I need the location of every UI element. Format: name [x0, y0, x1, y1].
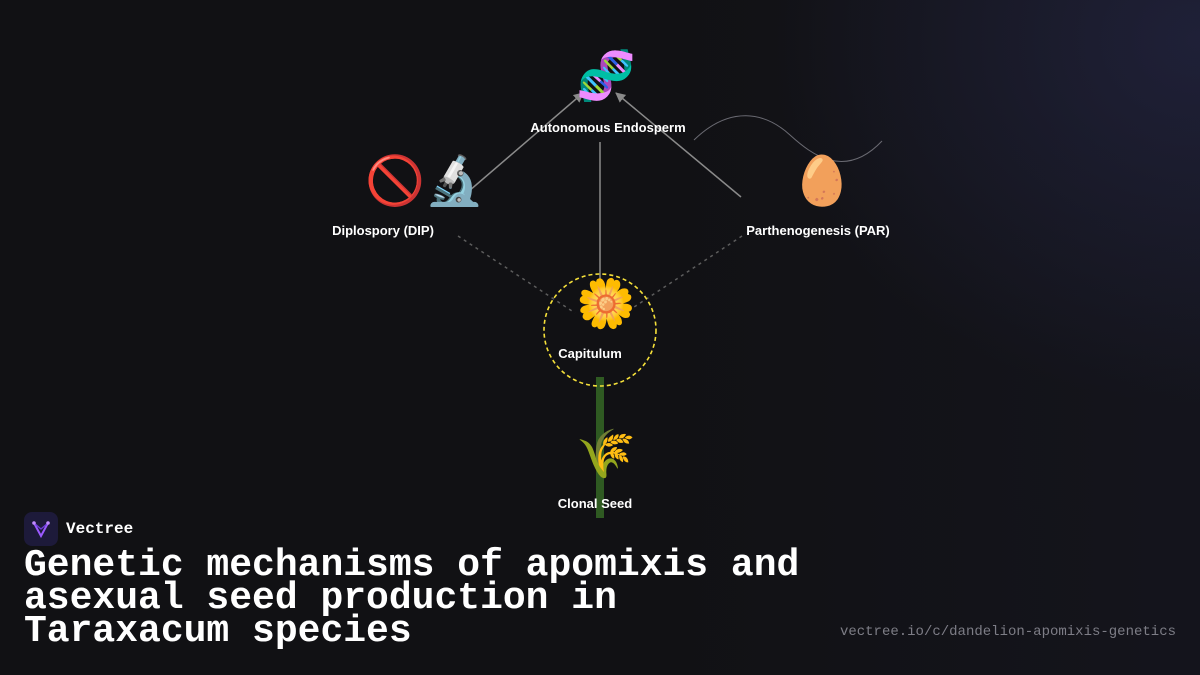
capitulum-highlight-ring: [543, 273, 657, 387]
brand-name: Vectree: [66, 520, 134, 538]
no-microscope-icon: 🚫🔬: [365, 153, 485, 209]
node-label-capitulum: Capitulum: [558, 346, 622, 361]
page-title: Genetic mechanisms of apomixis and asexu…: [24, 544, 800, 653]
node-label-autonomous-endosperm: Autonomous Endosperm: [530, 120, 686, 135]
arrow-parthenogenesis-to-endosperm: [615, 92, 742, 198]
vectree-logo-icon: [24, 512, 58, 546]
decorative-curve: [693, 115, 883, 162]
brand: Vectree: [24, 512, 133, 546]
sheaf-icon: 🌾: [576, 426, 636, 482]
node-label-parthenogenesis: Parthenogenesis (PAR): [746, 223, 890, 238]
arrow-diplospory-to-endosperm: [461, 92, 584, 198]
plant-stem: [596, 377, 604, 518]
dotted-link-diplospory-capitulum: [457, 235, 576, 314]
dotted-link-parthenogenesis-capitulum: [624, 235, 743, 314]
blossom-icon: 🌼: [576, 276, 636, 332]
node-label-diplospory: Diplospory (DIP): [332, 223, 434, 238]
source-url: vectree.io/c/dandelion-apomixis-genetics: [839, 624, 1176, 640]
dna-icon: 🧬: [576, 48, 636, 104]
egg-icon: 🥚: [792, 153, 852, 209]
node-label-clonal-seed: Clonal Seed: [557, 496, 633, 511]
